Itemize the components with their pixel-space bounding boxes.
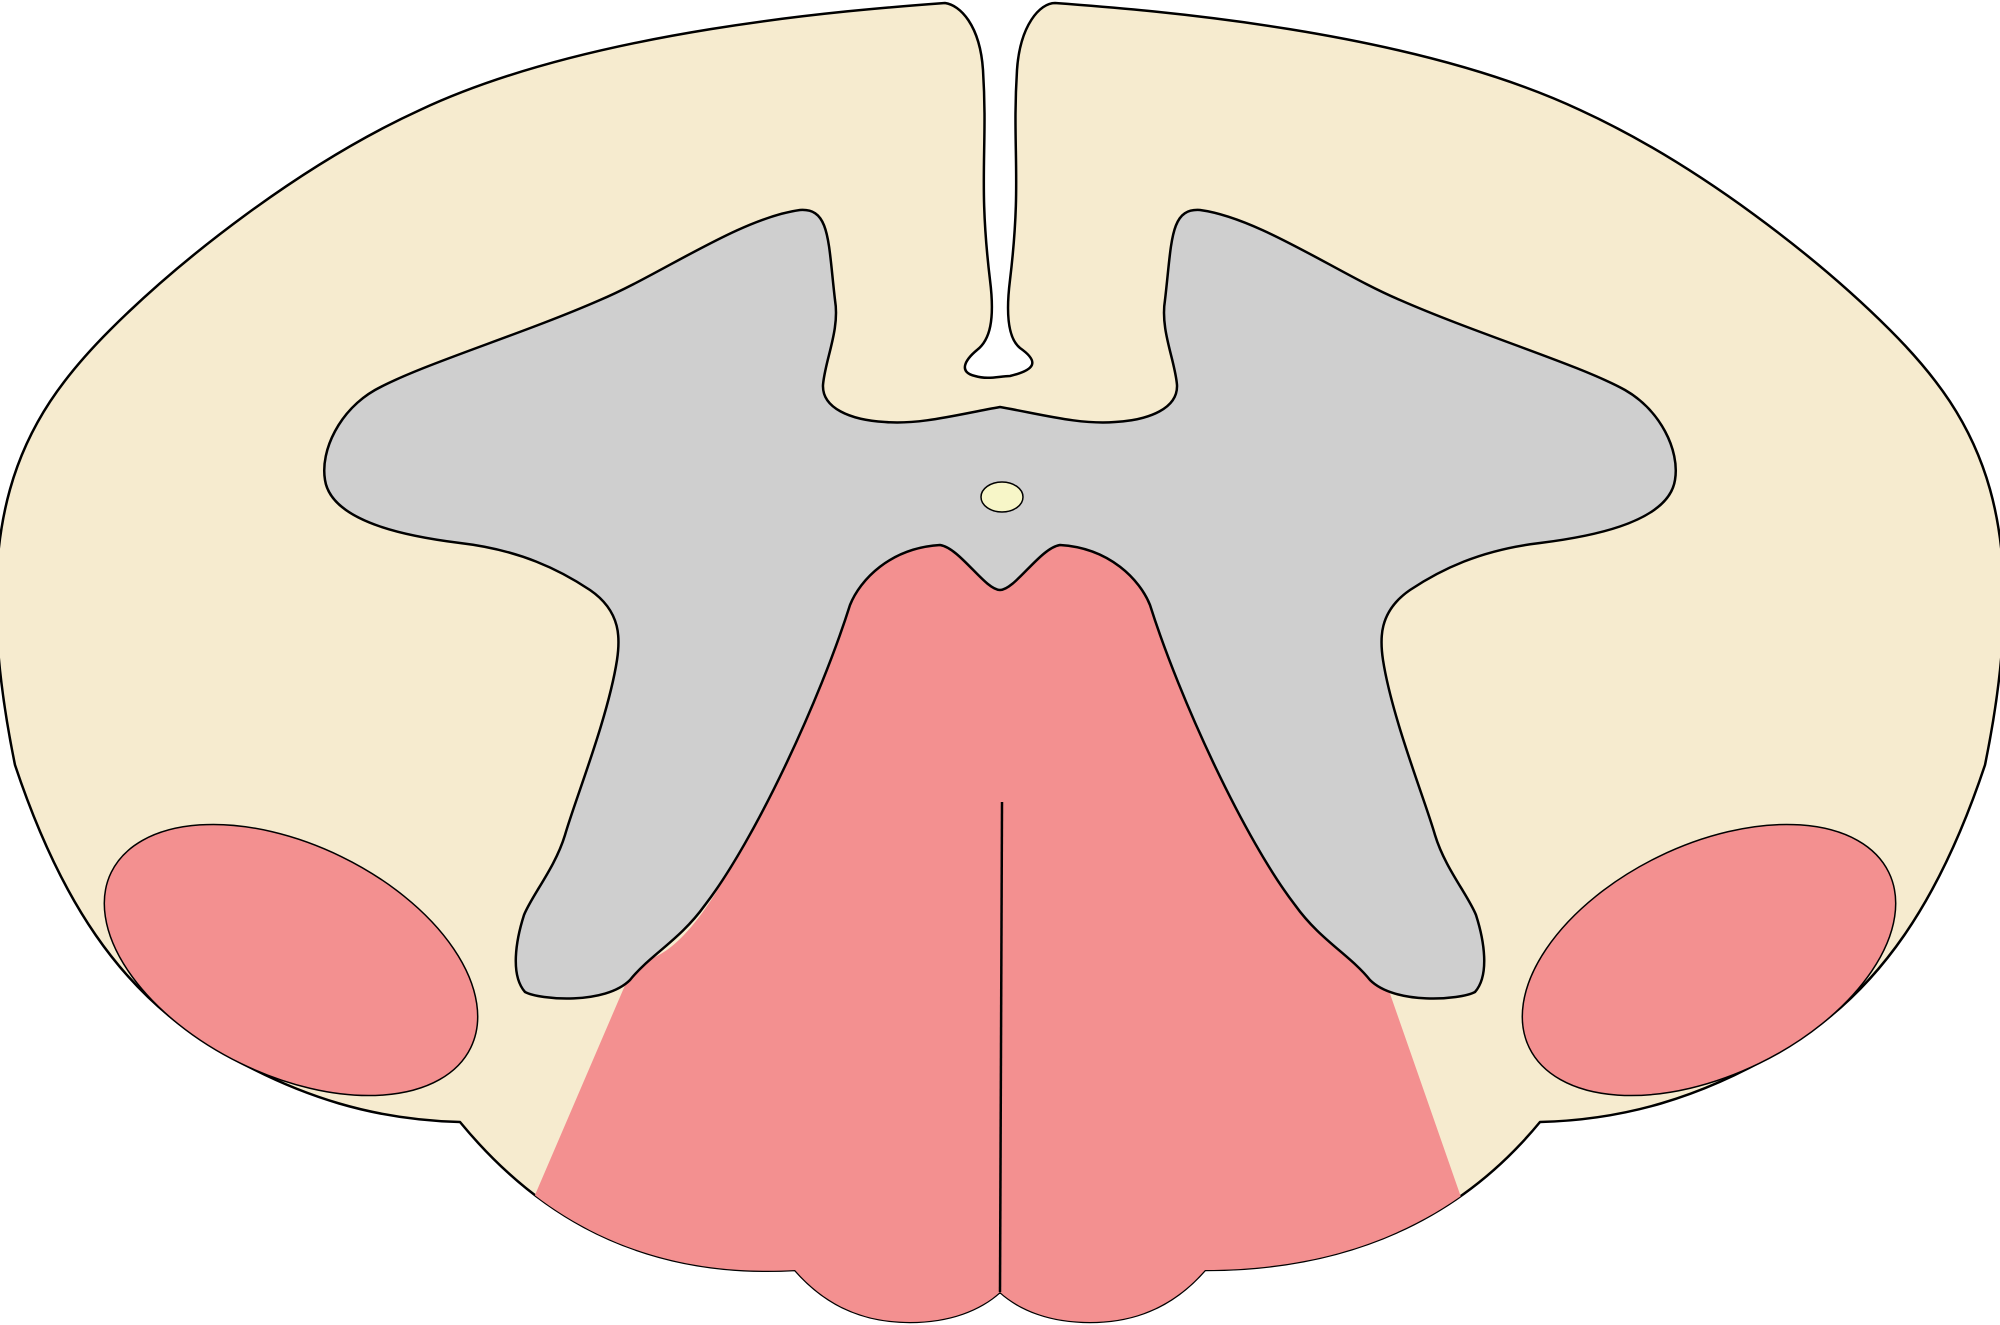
ventral-highlight: [535, 545, 1465, 1322]
left-lateral-highlight: [103, 823, 479, 1097]
central-canal: [980, 481, 1024, 513]
right-lateral-highlight: [1521, 823, 1897, 1097]
gray-matter: [323, 208, 1677, 1000]
ventral-median-fissure: [998, 801, 1004, 1293]
